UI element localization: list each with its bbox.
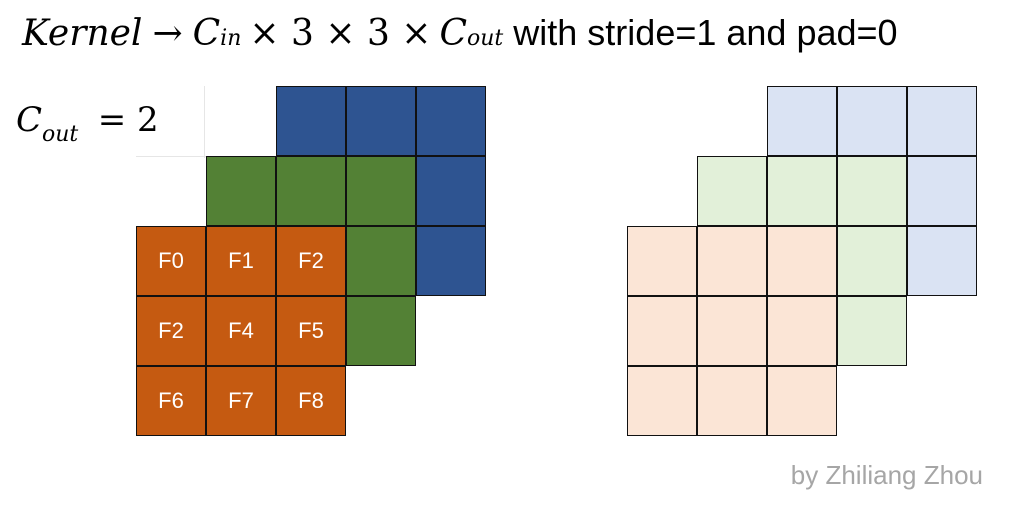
kernel-cell: [416, 86, 486, 156]
filter-cell: F4: [206, 296, 276, 366]
kernel-cell: [697, 296, 767, 366]
kernel-cell: [767, 86, 837, 156]
filter-cell: F6: [136, 366, 206, 436]
kernel-cell: [767, 296, 837, 366]
cout-c: C: [16, 100, 43, 140]
cout-divider-horizontal: [136, 156, 206, 157]
kernel-cell: [837, 156, 907, 226]
title-c-in: C: [192, 13, 221, 54]
title-c-out-sub: out: [467, 26, 504, 51]
kernel-cell: [907, 226, 977, 296]
kernel-cell: [416, 156, 486, 226]
filter-cell: F2: [276, 226, 346, 296]
filter-cell: F8: [276, 366, 346, 436]
kernel-cell: [697, 226, 767, 296]
kernel-cell: [627, 296, 697, 366]
kernel-cell: [697, 366, 767, 436]
cout-eq: = 2: [97, 100, 159, 140]
kernel-cell: [276, 156, 346, 226]
kernel-cell: [767, 366, 837, 436]
kernel-cell: [346, 226, 416, 296]
title-kernel: Kernel: [22, 13, 143, 54]
cout-sub: out: [42, 122, 79, 147]
kernel-cell: [346, 296, 416, 366]
kernel-cell: [627, 366, 697, 436]
kernel-cell: [767, 156, 837, 226]
kernel-cell: [907, 156, 977, 226]
filter-cell: F7: [206, 366, 276, 436]
kernel-cell: [346, 86, 416, 156]
cout-divider-vertical: [204, 86, 205, 158]
title-times: × 3 × 3 ×: [249, 13, 432, 54]
title-suffix: with stride=1 and pad=0: [513, 12, 898, 53]
filter-cell: F5: [276, 296, 346, 366]
filter-cell: F2: [136, 296, 206, 366]
kernel-cell: [206, 156, 276, 226]
kernel-cell: [767, 226, 837, 296]
kernel-cell: [627, 226, 697, 296]
kernel-cell: [697, 156, 767, 226]
kernel-cell: [416, 226, 486, 296]
title-arrow: →: [152, 13, 183, 54]
kernel-cell: [837, 86, 907, 156]
kernel-cell: [837, 226, 907, 296]
kernel-cell: [346, 156, 416, 226]
kernel-cell: [276, 86, 346, 156]
kernel-cell: [907, 86, 977, 156]
filter-cell: F0: [136, 226, 206, 296]
title-c-out: C: [439, 13, 468, 54]
credit: by Zhiliang Zhou: [790, 460, 983, 490]
kernel-cell: [837, 296, 907, 366]
cout-label: Cout = 2: [16, 100, 159, 147]
title-c-in-sub: in: [220, 26, 242, 51]
filter-cell: F1: [206, 226, 276, 296]
